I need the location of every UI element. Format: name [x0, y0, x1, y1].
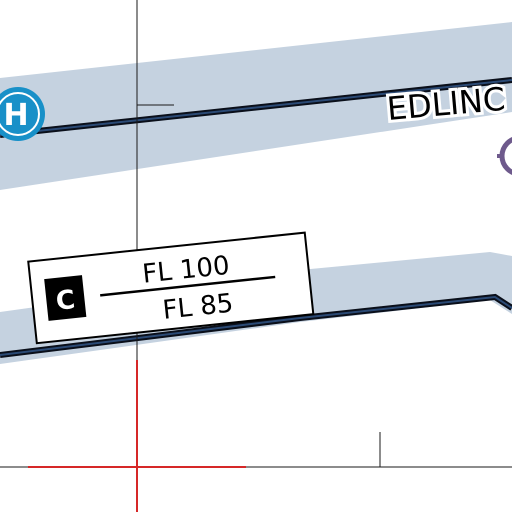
vor-icon[interactable] — [497, 137, 512, 175]
route-line-upper-core — [0, 79, 512, 136]
lower-limit: FL 85 — [161, 289, 235, 326]
airspace-class-badge — [44, 275, 87, 321]
crosshair-icon — [28, 360, 246, 512]
heliport-icon[interactable]: H — [0, 87, 45, 141]
heliport-letter: H — [3, 98, 28, 133]
airspace-class-letter: C — [55, 285, 77, 317]
airspace-limits-box[interactable]: C FL 100 FL 85 — [27, 231, 315, 345]
route-line-lower-core — [0, 295, 512, 356]
limits-divider — [100, 275, 276, 297]
